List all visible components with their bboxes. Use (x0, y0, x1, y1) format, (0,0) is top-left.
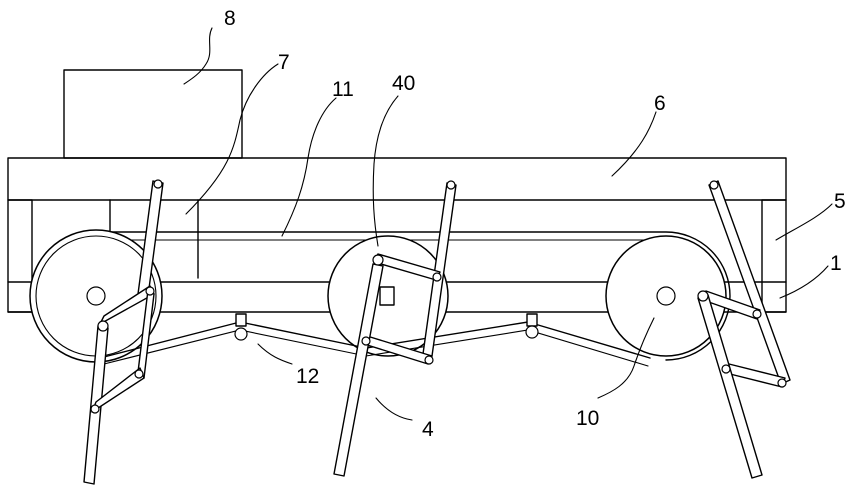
wheel-right-hub (656, 286, 676, 306)
middle-leg-pin-b (432, 272, 442, 282)
right-leg-pin-b (752, 309, 762, 319)
right-leg-pin-a (697, 290, 709, 302)
top-box (63, 69, 243, 159)
middle-leg-pin-c (361, 336, 371, 346)
label-7: 7 (278, 51, 290, 74)
right-leg-top-pin (709, 180, 719, 190)
leader-7 (185, 63, 279, 215)
label-6: 6 (654, 92, 666, 115)
left-leg-pin-d (90, 404, 100, 414)
label-10: 10 (576, 407, 599, 430)
leader-5 (775, 203, 833, 241)
leader-11 (281, 97, 337, 237)
left-leg-pin-b (145, 286, 155, 296)
right-support (761, 199, 787, 313)
label-5: 5 (834, 190, 846, 213)
tension-bracket-right (526, 313, 538, 327)
label-12: 12 (296, 365, 319, 388)
right-leg-pin-c (721, 364, 731, 374)
leader-4 (375, 397, 413, 421)
middle-leg-top-pin (446, 180, 456, 190)
label-11: 11 (332, 78, 354, 101)
label-40: 40 (392, 72, 415, 95)
leader-8 (183, 27, 213, 85)
conveyor-belt (95, 231, 731, 361)
right-leg-lower-bar (697, 294, 763, 479)
right-leg-pin-d (777, 378, 787, 388)
leader-40 (372, 95, 399, 247)
left-leg-pin-c (134, 369, 144, 379)
leader-6 (611, 111, 657, 177)
middle-leg-pin-a (372, 254, 384, 266)
middle-leg-pin-d (424, 355, 434, 365)
left-leg-pin-a (97, 320, 109, 332)
left-leg-top-pin (153, 179, 163, 189)
label-4: 4 (422, 418, 434, 441)
leader-1 (779, 265, 829, 299)
tension-bracket-left (235, 313, 247, 327)
upper-frame (7, 157, 787, 201)
leader-12 (257, 343, 293, 365)
label-8: 8 (224, 7, 236, 30)
label-1: 1 (830, 252, 842, 275)
wheel-left-hub (86, 286, 106, 306)
left-leg-link-1 (99, 285, 155, 325)
middle-wheel-hub-plate (379, 286, 395, 306)
left-support (7, 199, 33, 313)
tension-pulley-left (234, 327, 248, 341)
tension-pulley-right (525, 325, 539, 339)
leader-10 (597, 317, 655, 399)
